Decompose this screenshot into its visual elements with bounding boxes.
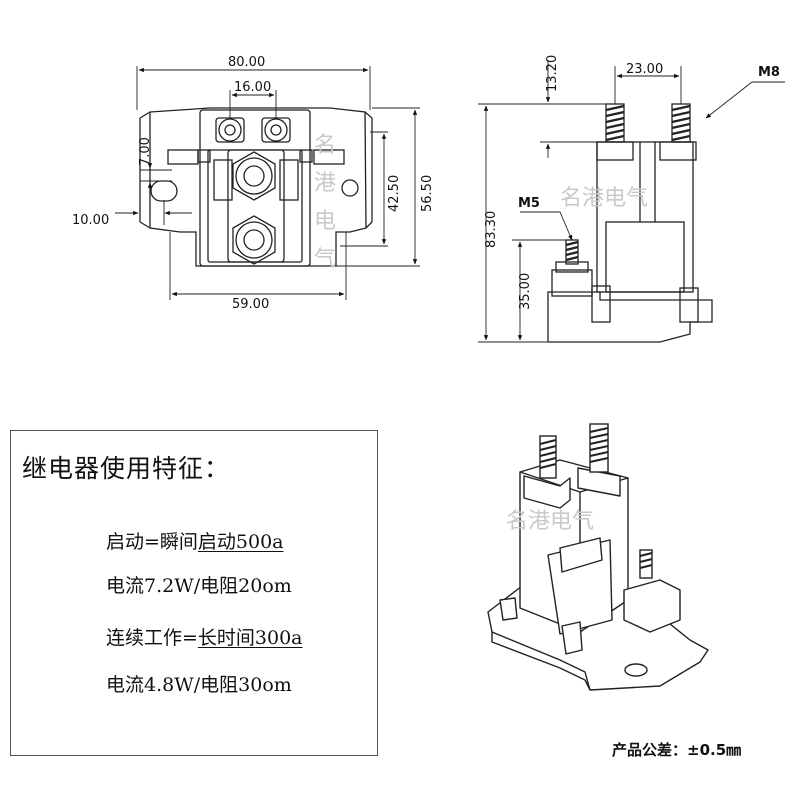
spec-box <box>10 430 378 756</box>
front-main-stud-upper <box>235 157 273 195</box>
side-stud-threads <box>565 104 691 262</box>
dim-80: 80.00 <box>228 55 265 70</box>
dim-42-5: 42.50 <box>387 175 402 212</box>
side-watermark: 名港电气 <box>560 186 648 211</box>
front-dimension-labels: 80.00 16.00 7.00 10.00 59.00 42.50 56.50 <box>72 55 435 312</box>
front-small-terminal-left <box>218 118 242 142</box>
svg-text:气: 气 <box>314 247 336 272</box>
side-view <box>547 103 713 343</box>
front-watermark: 名 港 电 气 <box>314 133 336 272</box>
label-m8: M8 <box>758 65 780 80</box>
svg-text:港: 港 <box>314 171 336 196</box>
dim-10: 10.00 <box>72 213 109 228</box>
svg-text:名: 名 <box>314 133 336 158</box>
side-housing <box>596 141 694 293</box>
spec-line-startup: 启动=瞬间启动500a <box>106 531 284 553</box>
iso-mount-hole <box>624 663 648 677</box>
dim-16: 16.00 <box>234 80 271 95</box>
spec-title: 继电器使用特征： <box>22 454 231 483</box>
dim-13-2: 13.20 <box>545 55 560 92</box>
side-base <box>547 291 713 343</box>
side-dimensions <box>478 60 785 343</box>
dim-35: 35.00 <box>518 273 533 310</box>
front-small-terminal-right <box>264 118 288 142</box>
dim-56-5: 56.50 <box>420 175 435 212</box>
isometric-view <box>487 459 709 691</box>
front-main-stud-lower <box>235 221 273 259</box>
iso-watermark: 名港电气 <box>506 509 594 534</box>
iso-stud-threads <box>539 427 653 569</box>
spec-line-startup-current: 电流7.2W/电阻20om <box>106 575 292 597</box>
left-mount-slot <box>150 180 178 202</box>
front-dimensions <box>115 66 420 300</box>
front-view <box>139 107 373 267</box>
dim-59: 59.00 <box>232 297 269 312</box>
dim-83-3: 83.30 <box>484 211 499 248</box>
front-housing <box>199 109 311 267</box>
spec-line-continuous-current: 电流4.8W/电阻30om <box>106 674 292 696</box>
right-mount-hole <box>341 179 359 197</box>
svg-text:电: 电 <box>314 209 336 234</box>
product-tolerance: 产品公差：±0.5㎜ <box>612 741 742 759</box>
front-flange-outline <box>149 107 367 267</box>
dim-23: 23.00 <box>626 62 663 77</box>
side-dimension-labels: 23.00 13.20 83.30 35.00 M8 M5 <box>484 55 780 310</box>
iso-small-stud <box>639 549 653 579</box>
spec-line-continuous: 连续工作=长时间300a <box>106 627 303 649</box>
dim-7: 7.00 <box>138 137 153 166</box>
label-m5: M5 <box>518 196 540 211</box>
